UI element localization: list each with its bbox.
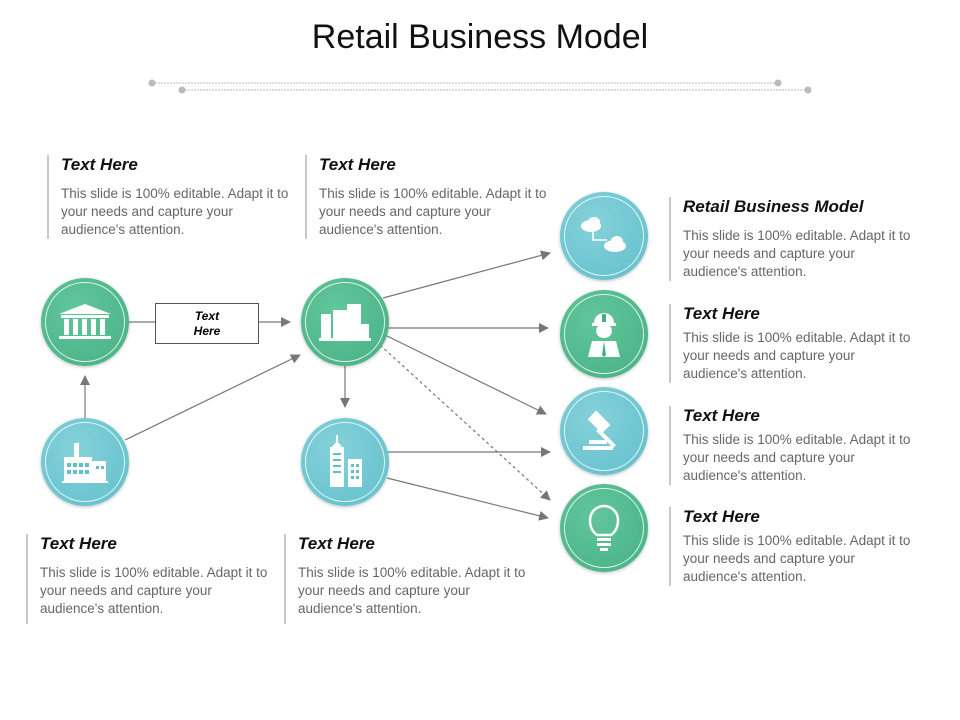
block-heading: Text Here — [319, 155, 396, 174]
block-body: This slide is 100% editable. Adapt it to… — [61, 186, 289, 237]
lightbulb-icon — [588, 504, 620, 551]
bank-circle — [41, 278, 129, 366]
box-label-line2: Here — [193, 324, 221, 338]
block-heading: Text Here — [683, 304, 760, 323]
block-body: This slide is 100% editable. Adapt it to… — [298, 565, 526, 616]
text-block-right-4: Text Here This slide is 100% editable. A… — [669, 507, 919, 586]
block-body: This slide is 100% editable. Adapt it to… — [683, 533, 911, 584]
block-heading: Text Here — [40, 534, 117, 553]
text-block-right-1: Retail Business Model This slide is 100%… — [669, 197, 919, 281]
text-block-right-2: Text Here This slide is 100% editable. A… — [669, 304, 919, 383]
arrow-factory-buildings — [124, 354, 301, 441]
factory-icon — [62, 443, 108, 483]
text-block-right-3: Text Here This slide is 100% editable. A… — [669, 406, 919, 485]
arrow-tower-bulb — [386, 477, 549, 521]
gavel-icon — [583, 410, 616, 450]
bank-icon — [59, 304, 111, 339]
lightbulb-circle — [560, 484, 648, 572]
engineer-circle — [560, 290, 648, 378]
block-body: This slide is 100% editable. Adapt it to… — [683, 330, 911, 381]
engineer-icon — [588, 313, 620, 357]
block-body: This slide is 100% editable. Adapt it to… — [683, 432, 911, 483]
skyscraper-icon — [330, 435, 362, 487]
block-heading: Text Here — [683, 507, 760, 526]
arrow-buildings-cloud — [382, 250, 551, 299]
arrow-buildings-bulb-dashed — [379, 344, 551, 501]
cloud-network-icon — [581, 217, 626, 252]
text-here-box: Text Here — [155, 303, 259, 344]
block-heading: Text Here — [683, 406, 760, 425]
cloud-network-circle — [560, 192, 648, 280]
office-buildings-icon — [319, 304, 371, 341]
slide-title: Retail Business Model — [311, 18, 649, 56]
text-block-top-left: Text Here This slide is 100% editable. A… — [47, 155, 297, 239]
arrow-buildings-gavel — [386, 335, 547, 415]
office-buildings-circle — [301, 278, 389, 366]
text-block-bottom-middle: Text Here This slide is 100% editable. A… — [284, 534, 534, 624]
title-divider — [148, 79, 812, 94]
block-body: This slide is 100% editable. Adapt it to… — [319, 186, 547, 237]
skyscraper-circle — [301, 418, 389, 506]
factory-circle — [41, 418, 129, 506]
block-body: This slide is 100% editable. Adapt it to… — [683, 228, 911, 279]
block-heading: Text Here — [61, 155, 138, 174]
gavel-circle — [560, 387, 648, 475]
block-heading: Retail Business Model — [683, 197, 864, 216]
block-body: This slide is 100% editable. Adapt it to… — [40, 565, 268, 616]
text-block-top-middle: Text Here This slide is 100% editable. A… — [305, 155, 555, 239]
text-block-bottom-left: Text Here This slide is 100% editable. A… — [26, 534, 276, 624]
box-label-line1: Text — [194, 309, 220, 323]
block-heading: Text Here — [298, 534, 375, 553]
